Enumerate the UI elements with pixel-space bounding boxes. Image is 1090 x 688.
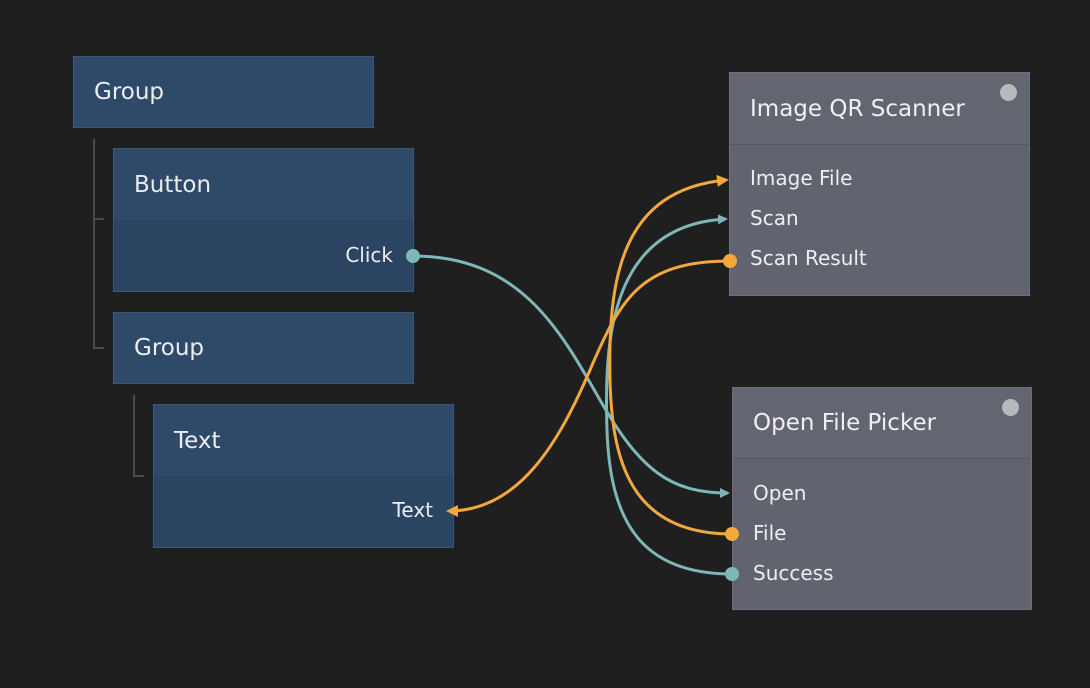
node-title: Text	[154, 405, 453, 476]
port-open[interactable]: Open	[753, 481, 807, 505]
wire-click-to-open[interactable]	[412, 254, 730, 498]
node-body: Text	[154, 476, 453, 547]
port-text[interactable]: Text	[392, 498, 433, 522]
wire-scan-result-to-text[interactable]	[446, 259, 731, 517]
node-body: Image File Scan Scan Result	[730, 144, 1029, 295]
port-click[interactable]: Click	[345, 243, 393, 267]
status-indicator-icon	[1000, 84, 1017, 101]
text-node[interactable]: Text Text	[153, 404, 454, 548]
group-node-root[interactable]: Group	[73, 56, 374, 128]
port-scan-result[interactable]: Scan Result	[750, 246, 867, 270]
port-image-file[interactable]: Image File	[750, 166, 853, 190]
group-node-child[interactable]: Group	[113, 312, 414, 384]
image-qr-scanner-node[interactable]: Image QR Scanner Image File Scan Scan Re…	[729, 72, 1030, 296]
tree-line	[93, 139, 95, 349]
tree-line	[133, 475, 144, 477]
node-title: Image QR Scanner	[750, 95, 965, 122]
status-indicator-icon	[1002, 399, 1019, 416]
open-file-picker-node[interactable]: Open File Picker Open File Success	[732, 387, 1032, 610]
wire-file-to-image-file[interactable]	[608, 174, 733, 536]
node-title: Group	[114, 313, 413, 383]
node-title: Open File Picker	[753, 410, 937, 436]
tree-line	[93, 218, 104, 220]
node-title: Group	[74, 57, 373, 127]
node-body: Open File Success	[733, 458, 1031, 609]
port-file[interactable]: File	[753, 521, 787, 545]
button-node[interactable]: Button Click	[113, 148, 414, 292]
node-body: Click	[114, 220, 413, 291]
port-scan[interactable]: Scan	[750, 206, 799, 230]
port-success[interactable]: Success	[753, 561, 834, 585]
node-title: Button	[114, 149, 413, 220]
wire-success-to-scan[interactable]	[604, 214, 733, 576]
tree-line	[133, 395, 135, 477]
tree-line	[93, 347, 104, 349]
